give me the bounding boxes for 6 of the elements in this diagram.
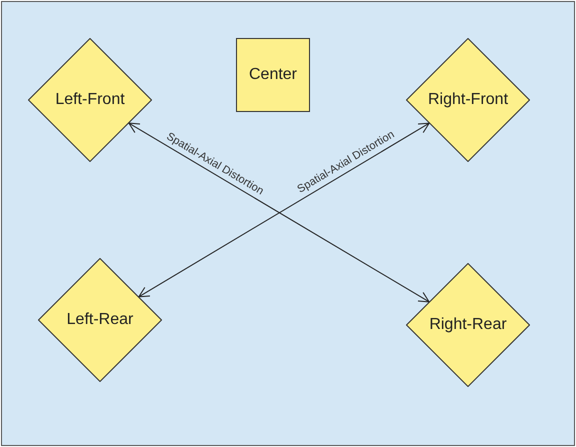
node-label: Right-Front: [428, 91, 508, 109]
process-box: [236, 38, 310, 112]
node-label: Right-Rear: [429, 316, 507, 334]
node-label: Left-Front: [55, 91, 125, 109]
node-label: Center: [248, 66, 298, 84]
node-label: Left-Rear: [66, 311, 134, 329]
